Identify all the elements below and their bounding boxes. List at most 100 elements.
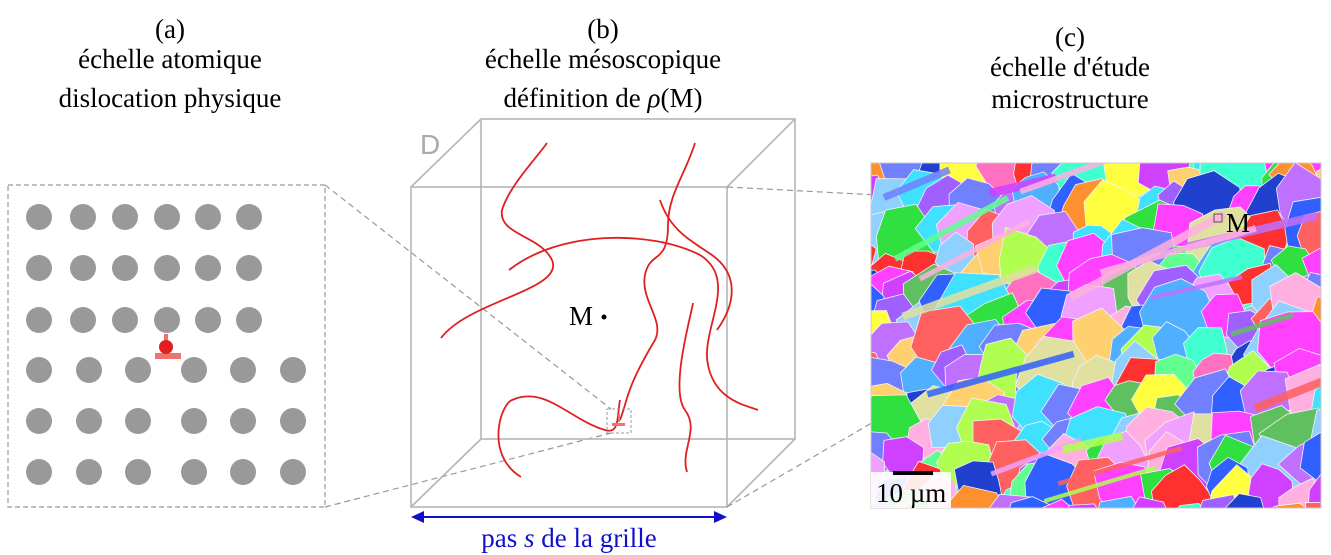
grain <box>1272 502 1304 508</box>
atom <box>195 307 221 333</box>
atomic-frame <box>7 184 326 508</box>
grain <box>871 457 875 468</box>
atom <box>236 204 262 230</box>
atom <box>195 255 221 281</box>
grain <box>1324 324 1331 372</box>
scale-bar <box>893 471 933 475</box>
cube <box>410 118 796 508</box>
twin-band <box>918 218 1031 282</box>
grain <box>820 134 869 185</box>
grain <box>1307 473 1321 508</box>
grain <box>1224 493 1264 508</box>
caption-a-letter: (a) <box>155 14 185 44</box>
grain <box>1306 122 1331 162</box>
caption-b-line1: échelle mésoscopique <box>485 44 721 74</box>
caption-b-rho: ρ <box>647 83 661 113</box>
atom <box>26 357 52 383</box>
caption-a-line1: échelle atomique <box>78 44 262 74</box>
atom <box>26 459 52 485</box>
caption-b-line2-prefix: définition de <box>504 83 648 113</box>
atom <box>76 357 102 383</box>
caption-a-line2: dislocation physique <box>59 83 282 113</box>
atom <box>26 204 52 230</box>
atom <box>26 255 52 281</box>
dislocation-line-3 <box>508 236 759 411</box>
twin-band <box>901 265 1037 321</box>
twin-band <box>1019 163 1109 195</box>
atom <box>154 255 180 281</box>
atom <box>112 307 138 333</box>
twin-band <box>1230 312 1295 337</box>
atom <box>70 255 96 281</box>
point-box-c <box>1213 213 1223 223</box>
dislocation-line-6 <box>659 199 733 331</box>
atom <box>236 255 262 281</box>
atom <box>181 408 207 434</box>
atom <box>76 459 102 485</box>
twin-band <box>1061 432 1124 454</box>
atom <box>125 357 151 383</box>
grain <box>1150 464 1215 508</box>
atom <box>230 408 256 434</box>
grain <box>871 244 877 270</box>
grain <box>1304 502 1321 508</box>
point-label-c: M <box>1226 208 1250 238</box>
caption-c-line1: échelle d'étude <box>990 52 1150 82</box>
atom <box>70 307 96 333</box>
grain <box>926 505 949 508</box>
grain <box>1062 113 1107 163</box>
atom <box>154 204 180 230</box>
twin-band <box>1150 275 1243 300</box>
dislocation-line-2 <box>619 142 696 421</box>
atom <box>112 204 138 230</box>
atom <box>195 204 221 230</box>
grain <box>1067 503 1098 508</box>
grain <box>1299 431 1321 484</box>
atom <box>125 408 151 434</box>
edge-dislocation-symbol-cube <box>612 414 625 426</box>
grid-step-symbol: s <box>524 523 535 553</box>
scale-bar-background <box>871 472 951 508</box>
atom <box>154 307 180 333</box>
grid-step-arrow <box>411 511 727 523</box>
twin-band <box>1057 446 1183 486</box>
atom <box>112 255 138 281</box>
grid-step-suffix: de la grille <box>535 523 657 553</box>
scale-bar-label: 10 µm <box>876 478 946 508</box>
caption-c-letter: (c) <box>1055 22 1085 52</box>
zoom-line-top-a <box>324 184 612 410</box>
twin-band <box>893 195 1010 262</box>
caption-b-letter: (b) <box>587 14 618 44</box>
dislocation-line-4 <box>497 395 621 478</box>
twin-band <box>882 166 951 201</box>
grain <box>1132 496 1167 508</box>
atom-lattice <box>26 204 306 485</box>
grain <box>1275 502 1307 508</box>
atom <box>181 459 207 485</box>
atom <box>26 307 52 333</box>
zoom-line-bottom-a <box>324 432 612 508</box>
microstructure-map <box>820 113 1331 508</box>
atom <box>230 357 256 383</box>
twin-band <box>1253 377 1321 413</box>
atom <box>280 408 306 434</box>
cube-label: D <box>420 129 440 160</box>
grain <box>871 401 879 443</box>
edge-dislocation-symbol-atomic <box>155 334 181 359</box>
atom <box>76 408 102 434</box>
twin-band <box>926 350 1075 398</box>
grid-step-prefix: pas <box>481 523 524 553</box>
atom <box>70 204 96 230</box>
grid-step-label: pas s de la grille <box>481 523 656 553</box>
caption-b-line2: définition de ρ(M) <box>504 83 703 113</box>
point-label-b: M <box>569 301 593 331</box>
caption-c-line2: microstructure <box>991 84 1148 114</box>
atom <box>26 408 52 434</box>
dislocation-lines <box>440 142 759 478</box>
caption-b-line2-suffix: (M) <box>660 83 702 113</box>
grain <box>1238 163 1264 169</box>
microstructure-frame <box>870 162 1322 509</box>
atom <box>280 357 306 383</box>
grain <box>1098 495 1139 508</box>
